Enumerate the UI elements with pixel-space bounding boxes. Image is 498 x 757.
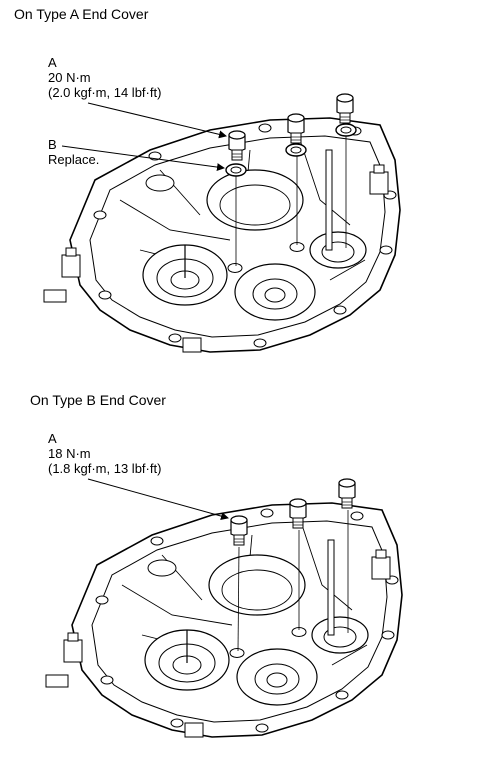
leader-a: [87, 478, 229, 520]
leader-b: [61, 145, 225, 172]
section-b-heading: On Type B End Cover: [30, 392, 166, 408]
shaft: [327, 539, 335, 636]
callout-a-torque-alt: (2.0 kgf·m, 14 lbf·ft): [48, 85, 162, 100]
shaft: [325, 149, 333, 251]
callout-b-section-a-torque: 18 N·m: [48, 446, 91, 461]
type-a-end-cover: [43, 93, 401, 353]
callout-b-note: Replace.: [48, 152, 100, 167]
washer-b: [225, 163, 247, 177]
end-cover-housing: [43, 117, 401, 353]
type-b-end-cover: [45, 478, 403, 738]
callout-a-torque: 20 N·m: [48, 70, 91, 85]
callout-b-section-a-torque-alt: (1.8 kgf·m, 13 lbf·ft): [48, 461, 162, 476]
callout-b-letter: B: [48, 137, 57, 152]
guide-line: [237, 546, 240, 652]
end-cover-housing: [45, 502, 403, 738]
washer: [335, 123, 357, 137]
section-a-heading: On Type A End Cover: [14, 6, 149, 22]
washer: [285, 143, 307, 157]
callout-b-section-a-letter: A: [48, 431, 57, 446]
leader-a: [87, 102, 227, 139]
callout-a-letter: A: [48, 55, 57, 70]
